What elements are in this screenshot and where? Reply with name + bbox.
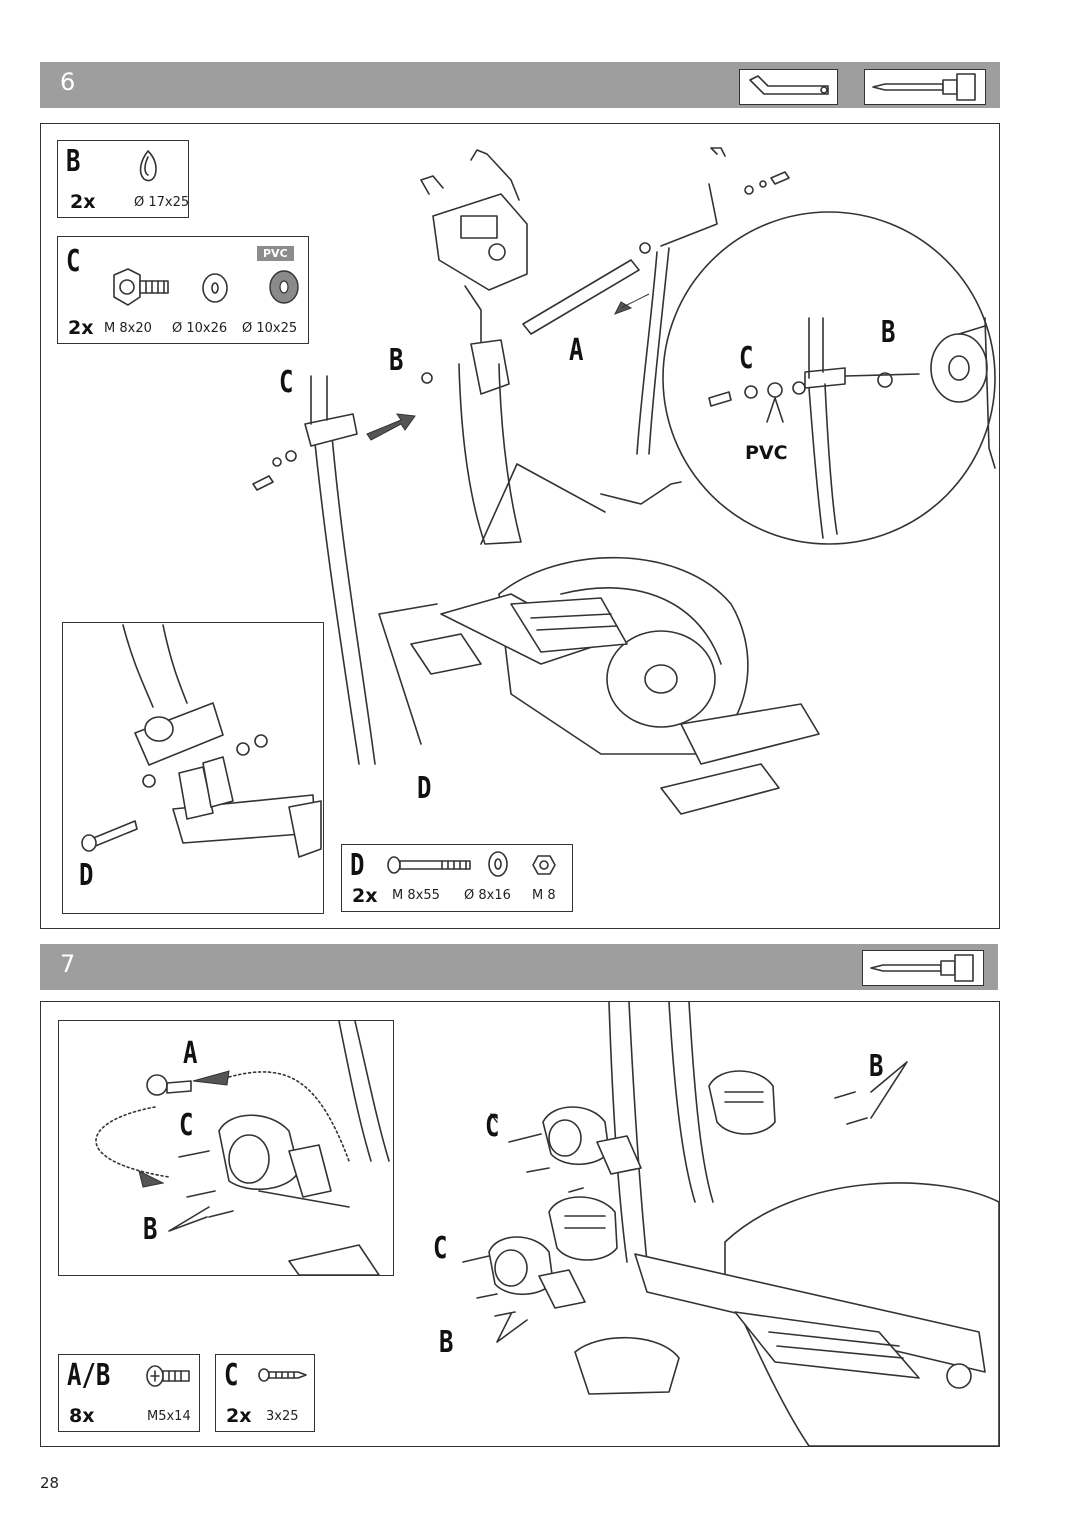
console <box>420 149 528 365</box>
part-box-d: D 2x M 8x55 Ø 8x16 M 8 <box>341 844 573 912</box>
part-dimension: M5x14 <box>147 1409 191 1424</box>
part-box-ab: A/B 8x M5x14 <box>58 1354 200 1432</box>
part-dimension-pvc-washer: Ø 10x25 <box>242 321 298 336</box>
step-number: 6 <box>60 68 76 96</box>
allen-key-icon <box>749 75 829 95</box>
part-letter: D <box>350 848 365 883</box>
detail-magnifier-circle <box>662 211 996 545</box>
bolt-icon <box>113 268 169 306</box>
part-dimension-bolt: M 8x20 <box>104 321 152 336</box>
page-number: 28 <box>40 1474 60 1492</box>
pvc-tag: PVC <box>257 246 294 261</box>
inset-detail-d: D <box>62 622 324 914</box>
part-dimension-washer: Ø 10x26 <box>172 321 228 336</box>
detail-pvc-label: PVC <box>745 442 788 464</box>
allen-key-tool-box <box>739 69 838 105</box>
pvc-washer-icon <box>269 270 299 304</box>
part-dimension-washer: Ø 8x16 <box>464 888 511 903</box>
inset-callout-a: A <box>183 1036 198 1071</box>
crosstrainer-assembly-drawing <box>252 147 820 815</box>
main-callout-c1: C <box>485 1109 500 1144</box>
nut-icon <box>532 855 556 875</box>
step-6-header-bar: 6 <box>40 62 1000 108</box>
part-letter: B <box>66 144 81 179</box>
part-dimension: Ø 17x25 <box>134 195 190 210</box>
part-letter: C <box>224 1358 239 1393</box>
inset-detail-cover: A C B <box>58 1020 394 1276</box>
screwdriver-icon <box>872 73 976 101</box>
part-letter: A/B <box>67 1358 111 1393</box>
part-letter: C <box>66 244 81 279</box>
callout-a: A <box>569 333 584 368</box>
callout-c: C <box>279 365 294 400</box>
step-6-frame: B 2x Ø 17x25 C PVC 2x M 8x20 Ø 10x26 Ø 1… <box>40 123 1000 929</box>
washer-icon <box>202 273 228 303</box>
inset-callout-c: C <box>179 1108 194 1143</box>
part-dimension-bolt: M 8x55 <box>392 888 440 903</box>
step-7-header-bar: 7 <box>40 944 998 990</box>
screwdriver-tool-box <box>864 69 986 105</box>
detail-callout-b: B <box>881 315 896 350</box>
wood-screw-icon <box>258 1368 307 1382</box>
callout-b: B <box>389 343 404 378</box>
part-quantity: 2x <box>70 191 96 213</box>
part-box-c: C PVC 2x M 8x20 Ø 10x26 Ø 10x25 <box>57 236 309 344</box>
part-dimension-nut: M 8 <box>532 888 556 903</box>
part-box-c: C 2x 3x25 <box>215 1354 315 1432</box>
callout-d: D <box>417 771 432 806</box>
washer-icon <box>488 851 508 877</box>
main-callout-b2: B <box>439 1325 454 1360</box>
cover-assembly-drawing <box>462 1001 1000 1447</box>
long-bolt-icon <box>387 856 471 874</box>
screwdriver-tool-box <box>862 950 984 986</box>
part-quantity: 2x <box>226 1405 252 1427</box>
inset-callout-b: B <box>143 1212 158 1247</box>
part-quantity: 2x <box>68 317 94 339</box>
part-quantity: 8x <box>69 1405 95 1427</box>
part-quantity: 2x <box>352 885 378 907</box>
clip-washer-icon <box>139 150 157 182</box>
detail-callout-c: C <box>739 341 754 376</box>
inset-d-drawing <box>81 624 322 858</box>
inset-cover-drawing <box>95 1020 390 1276</box>
main-callout-b1: B <box>869 1049 884 1084</box>
screwdriver-icon <box>870 954 974 982</box>
part-dimension: 3x25 <box>266 1409 299 1424</box>
step-7-frame: A C B C B C B A/B <box>40 1001 1000 1447</box>
screw-icon <box>146 1365 190 1387</box>
main-callout-c2: C <box>433 1231 448 1266</box>
inset-callout-d: D <box>79 858 94 893</box>
part-box-b: B 2x Ø 17x25 <box>57 140 189 218</box>
step-number: 7 <box>60 950 76 978</box>
